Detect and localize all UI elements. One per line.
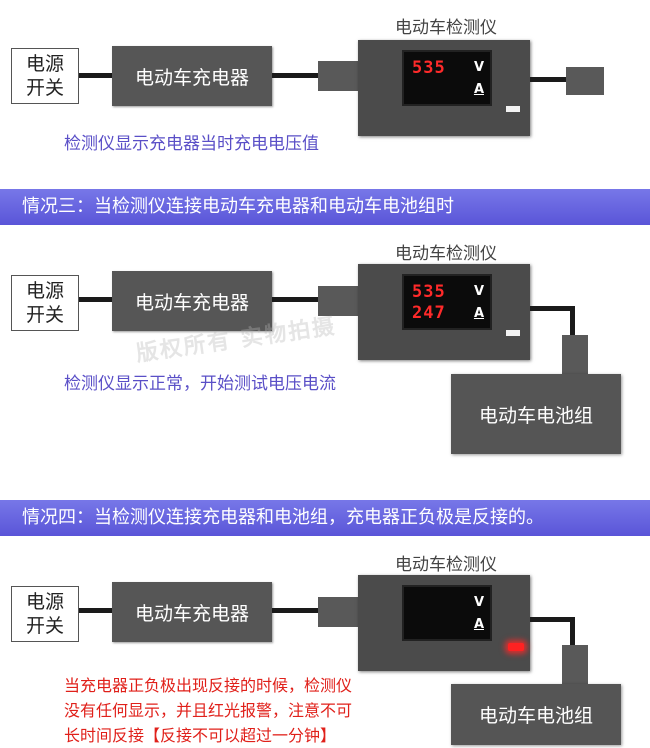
wire <box>530 77 566 82</box>
wire <box>530 306 574 311</box>
wire <box>79 73 113 78</box>
tester-indicator <box>506 330 520 336</box>
power-switch-box: 电源 开关 <box>11 48 79 104</box>
power-switch-box: 电源 开关 <box>11 586 79 642</box>
warning-line-3: 长时间反接【反接不可以超过一分钟】 <box>64 726 337 745</box>
tester-title: 电动车检测仪 <box>395 244 497 264</box>
wire <box>272 73 318 78</box>
scene-3-warning: 当充电器正负极出现反接的时候，检测仪 没有任何显示，并且红光报警，注意不可 长时… <box>64 673 352 748</box>
wire <box>272 608 318 613</box>
tester-input-plug <box>318 597 358 627</box>
current-readout: 247 <box>412 303 446 323</box>
voltage-readout: 535 <box>412 282 446 302</box>
power-switch-label-2: 开关 <box>25 304 64 326</box>
power-switch-label-1: 电源 <box>25 280 64 302</box>
volt-unit: V <box>473 284 484 299</box>
power-switch-label-1: 电源 <box>25 53 64 75</box>
tester-device: 535 247 V A <box>358 264 530 360</box>
tester-input-plug <box>318 286 358 316</box>
tester-screen: 535 V A <box>402 50 492 106</box>
power-switch-label-2: 开关 <box>25 77 64 99</box>
warning-line-2: 没有任何显示，并且红光报警，注意不可 <box>64 701 353 720</box>
power-switch-label-1: 电源 <box>25 591 64 613</box>
battery-pack: 电动车电池组 <box>451 684 621 745</box>
tester-device: 535 V A <box>358 40 530 136</box>
wire <box>530 617 574 622</box>
tester-title: 电动车检测仪 <box>395 555 497 575</box>
wire <box>570 306 575 336</box>
scene-1-caption: 检测仪显示充电器当时充电电压值 <box>64 134 319 154</box>
power-switch-box: 电源 开关 <box>11 275 79 331</box>
battery-label: 电动车电池组 <box>478 404 593 427</box>
warning-line-1: 当充电器正负极出现反接的时候，检测仪 <box>64 676 353 695</box>
case-4-banner: 情况四：当检测仪连接充电器和电池组，充电器正负极是反接的。 <box>0 500 650 536</box>
charger: 电动车充电器 <box>112 46 272 106</box>
charger-label: 电动车充电器 <box>134 602 249 625</box>
output-plug <box>566 67 604 95</box>
battery-plug <box>562 335 588 375</box>
tester-screen-blank: V A <box>402 585 492 641</box>
charger-label: 电动车充电器 <box>134 66 249 89</box>
amp-unit: A <box>473 306 484 321</box>
battery-pack: 电动车电池组 <box>451 374 621 454</box>
volt-unit: V <box>473 60 484 75</box>
wire <box>272 297 318 302</box>
power-switch-label-2: 开关 <box>25 615 64 637</box>
case-3-banner: 情况三：当检测仪连接电动车充电器和电动车电池组时 <box>0 189 650 225</box>
charger: 电动车充电器 <box>112 582 272 642</box>
charger: 电动车充电器 <box>112 271 272 331</box>
battery-label: 电动车电池组 <box>478 705 593 727</box>
amp-unit: A <box>473 617 484 632</box>
amp-unit: A <box>473 82 484 97</box>
tester-indicator <box>506 106 520 112</box>
scene-2-caption: 检测仪显示正常，开始测试电压电流 <box>64 374 336 394</box>
volt-unit: V <box>473 595 484 610</box>
tester-screen: 535 247 V A <box>402 274 492 330</box>
tester-title: 电动车检测仪 <box>395 18 497 38</box>
voltage-readout: 535 <box>412 58 446 78</box>
red-alarm-led <box>508 643 524 651</box>
battery-plug <box>562 645 588 685</box>
charger-label: 电动车充电器 <box>134 291 249 314</box>
wire <box>570 617 575 647</box>
tester-input-plug <box>318 61 358 91</box>
wire <box>79 297 113 302</box>
tester-device: V A <box>358 575 530 671</box>
wire <box>79 608 113 613</box>
